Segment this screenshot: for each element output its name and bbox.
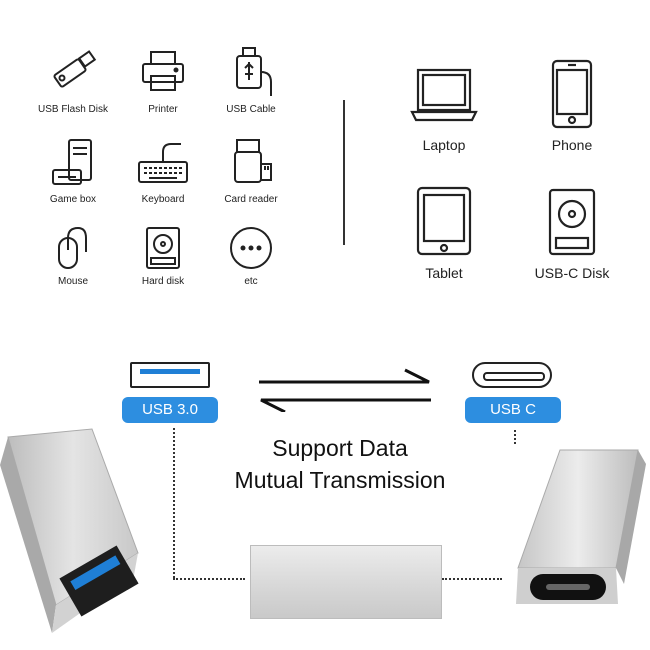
device-label-laptop: Laptop — [422, 137, 466, 153]
usb3-port-tongue — [140, 369, 200, 374]
section-divider — [343, 100, 345, 245]
device-keyboard: Keyboard — [118, 134, 208, 205]
device-card-reader: Card reader — [206, 134, 296, 205]
device-usb-cable: USB Cable — [206, 44, 296, 115]
tablet-icon — [416, 186, 472, 256]
usbc-port-symbol — [472, 362, 552, 388]
laptop-icon — [410, 68, 478, 122]
device-label: Printer — [148, 104, 178, 115]
device-usb-flash-disk: USB Flash Disk — [28, 44, 118, 115]
adapter-side-view — [250, 545, 442, 619]
device-label: Mouse — [57, 276, 88, 287]
device-game-box: Game box — [28, 134, 118, 205]
connector-line-left-horizontal — [173, 578, 245, 580]
device-label: USB Flash Disk — [37, 104, 108, 115]
device-label: Game box — [49, 194, 97, 205]
mouse-icon — [58, 226, 87, 269]
usb3-port-symbol — [130, 362, 210, 388]
hard-disk-icon — [146, 227, 180, 269]
usbc-port-tongue — [483, 372, 545, 381]
usb3-adapter-image — [0, 428, 139, 633]
more-dots-icon — [230, 227, 272, 269]
device-etc: etc — [206, 224, 296, 287]
device-label-phone: Phone — [551, 137, 593, 153]
usbc-adapter-image — [516, 449, 646, 604]
connector-line-left-vertical — [173, 428, 175, 578]
device-label: Keyboard — [141, 194, 185, 205]
connector-line-right-horizontal — [442, 578, 502, 580]
usb-flash-disk-icon — [53, 50, 97, 88]
usbc-label-badge: USB C — [465, 397, 561, 423]
usb-c-disk-icon — [548, 188, 596, 256]
device-label: Hard disk — [141, 276, 185, 287]
device-mouse: Mouse — [28, 224, 118, 287]
phone-icon — [551, 59, 593, 129]
headline-line-2: Mutual Transmission — [234, 467, 446, 493]
device-label: Card reader — [224, 194, 278, 205]
device-label: USB Cable — [226, 104, 276, 115]
bidirectional-arrows-icon — [259, 368, 431, 412]
device-printer: Printer — [118, 44, 208, 115]
usb3-label-badge: USB 3.0 — [122, 397, 218, 423]
usb-cable-icon — [236, 47, 272, 96]
connector-line-right-vertical — [514, 430, 516, 444]
device-hard-disk: Hard disk — [118, 224, 208, 287]
device-label: etc — [244, 276, 258, 287]
keyboard-icon — [138, 143, 188, 183]
game-box-icon — [52, 139, 92, 185]
headline-line-1: Support Data — [272, 435, 408, 461]
printer-icon — [142, 51, 184, 91]
card-reader-icon — [234, 139, 272, 183]
device-label-tablet: Tablet — [425, 265, 463, 281]
device-label-usb-c-disk: USB-C Disk — [534, 265, 610, 281]
